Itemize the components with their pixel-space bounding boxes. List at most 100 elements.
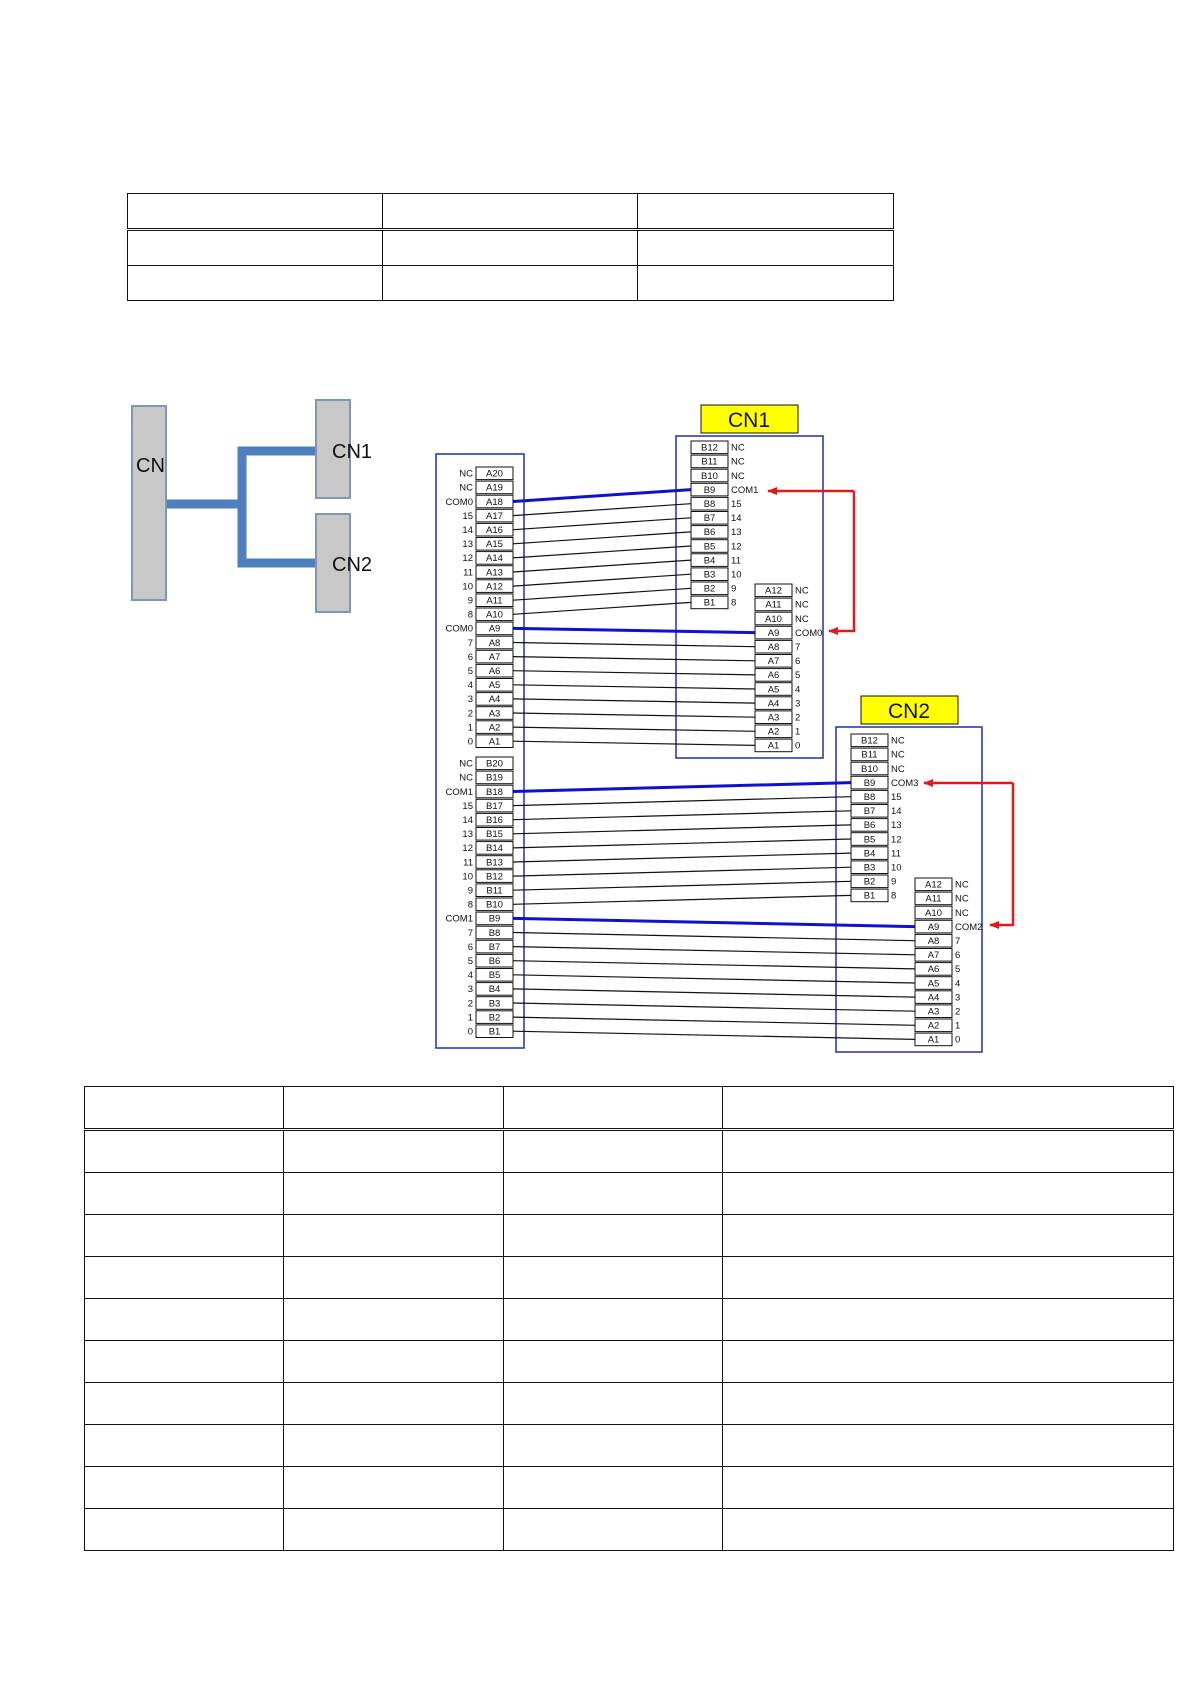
cn2-a-pin-label: A10 [925, 908, 942, 919]
tree-label-cn2: CN2 [332, 554, 372, 576]
main-lower-pin-label: B9 [489, 914, 501, 925]
wire-cn2-b [512, 810, 852, 821]
main-upper-signal-label: 15 [462, 511, 473, 522]
tree-box-cn1 [315, 399, 351, 499]
cn2-a-signal-label: NC [955, 908, 969, 919]
cn2-a-pin-label: A7 [928, 950, 940, 961]
table-row [83, 1340, 1174, 1383]
main-lower-signal-label: NC [459, 759, 473, 770]
cn1-a-pin-label: A12 [765, 586, 782, 597]
top-table [126, 193, 894, 301]
main-upper-pin-label: A16 [486, 525, 503, 536]
cn2-b-pin-b12 [850, 733, 889, 748]
wire-cn2-b [512, 796, 852, 807]
tree-label-cn1: CN1 [332, 441, 372, 463]
table-cell [382, 229, 639, 266]
cn2-b-signal-label: 9 [891, 877, 896, 888]
cn1-b-signal-label: NC [731, 471, 745, 482]
tree-box-cn [131, 405, 167, 601]
cn2-b-pin-b8 [850, 789, 889, 804]
cn1-b-pin-b6 [690, 525, 729, 539]
table-cell [722, 1424, 1174, 1467]
wire-cn2-a [512, 1016, 916, 1026]
wire-cn1-b [512, 559, 692, 573]
cn1-a-signal-label: 5 [795, 670, 800, 681]
cn2-a-pin-a4 [914, 990, 953, 1004]
cn1-b-pin-b11 [690, 454, 729, 469]
cn1-b-pin-b5 [690, 539, 729, 553]
cn1-b-signal-label: 11 [731, 555, 741, 566]
cn2-a-pin-a6 [914, 962, 953, 976]
table-cell [83, 1508, 285, 1551]
cn1-a-pin-a12 [754, 583, 793, 598]
main-upper-pin-label: A4 [489, 694, 501, 705]
cn2-a-signal-label: 1 [955, 1021, 960, 1032]
wire-cn1-a [512, 670, 756, 676]
cn1-b-pin-label: B1 [704, 598, 716, 609]
cn2-b-pin-label: B8 [864, 792, 876, 803]
table-cell [83, 1382, 285, 1425]
main-upper-signal-label: 2 [468, 708, 473, 719]
cn2-a-pin-label: A11 [925, 894, 941, 905]
wire-cn1-a [512, 626, 756, 635]
cn1-b-pin-b9 [690, 482, 729, 497]
cn1-b-pin-label: B11 [701, 457, 717, 468]
cn2-b-signal-label: 10 [891, 863, 902, 874]
main-lower-pin-b3 [475, 996, 514, 1010]
main-upper-pin-a6 [475, 663, 514, 678]
cn1-a-pin-label: A9 [768, 628, 780, 639]
cn2-b-pin-b10 [850, 761, 889, 776]
cn1-b-signal-label: 12 [731, 541, 742, 552]
main-upper-pin-a15 [475, 537, 514, 551]
main-upper-pin-a9 [475, 621, 514, 636]
wire-cn2-a [512, 974, 916, 984]
cn2-a-pin-label: A9 [928, 922, 940, 933]
cn1-a-pin-label: A6 [768, 670, 780, 681]
main-lower-signal-label: 15 [462, 801, 473, 812]
cn2-b-pin-label: B6 [864, 820, 876, 831]
cn2-b-signal-label: 8 [891, 891, 896, 902]
cn1-b-pin-label: B3 [704, 570, 716, 581]
main-lower-pin-label: B16 [486, 815, 503, 826]
main-lower-signal-label: 3 [468, 984, 473, 995]
main-lower-pin-b18 [475, 784, 514, 799]
cn2-b-pin-label: B12 [861, 736, 878, 747]
wire-cn1-a [512, 656, 756, 662]
wire-cn1-b [512, 545, 692, 559]
table-row [83, 1466, 1174, 1509]
cn1-a-signal-label: 3 [795, 698, 800, 709]
cn2-a-pin-a9 [914, 919, 953, 934]
cn2-b-pin-b6 [850, 818, 889, 832]
cn1-b-pin-b4 [690, 553, 729, 567]
cn1-a-pin-a8 [754, 639, 793, 654]
table-cell [503, 1172, 724, 1215]
main-upper-pin-a12 [475, 579, 514, 593]
cn1-a-signal-label: NC [795, 586, 809, 597]
cn2-b-pin-b11 [850, 747, 889, 762]
cn2-b-pin-label: B7 [864, 806, 876, 817]
table-cell [382, 265, 639, 301]
main-lower-pin-b11 [475, 883, 514, 898]
main-connector-box [435, 453, 525, 1049]
main-lower-pin-label: B6 [489, 956, 501, 967]
cn1-a-signal-label: 7 [795, 642, 800, 653]
table-cell [283, 1256, 505, 1299]
main-upper-pin-a10 [475, 607, 514, 622]
table-cell [722, 1466, 1174, 1509]
table-cell [126, 193, 384, 231]
main-upper-pin-label: A19 [486, 483, 503, 494]
main-lower-pin-label: B2 [489, 1012, 501, 1023]
main-upper-pin-label: A13 [486, 567, 503, 578]
cn2-b-signal-label: 11 [891, 848, 901, 859]
cn1-b-signal-label: 10 [731, 570, 742, 581]
main-upper-signal-label: 13 [462, 539, 473, 550]
bottom-table [83, 1086, 1174, 1551]
main-upper-signal-label: 7 [468, 638, 473, 649]
tree-line-lower [237, 504, 316, 568]
wire-cn2-b [512, 894, 852, 905]
main-upper-pin-label: A11 [486, 596, 502, 607]
cn2-b-signal-label: 12 [891, 834, 902, 845]
main-lower-pin-label: B3 [489, 998, 501, 1009]
main-upper-pin-a16 [475, 522, 514, 537]
main-upper-signal-label: 3 [468, 694, 473, 705]
